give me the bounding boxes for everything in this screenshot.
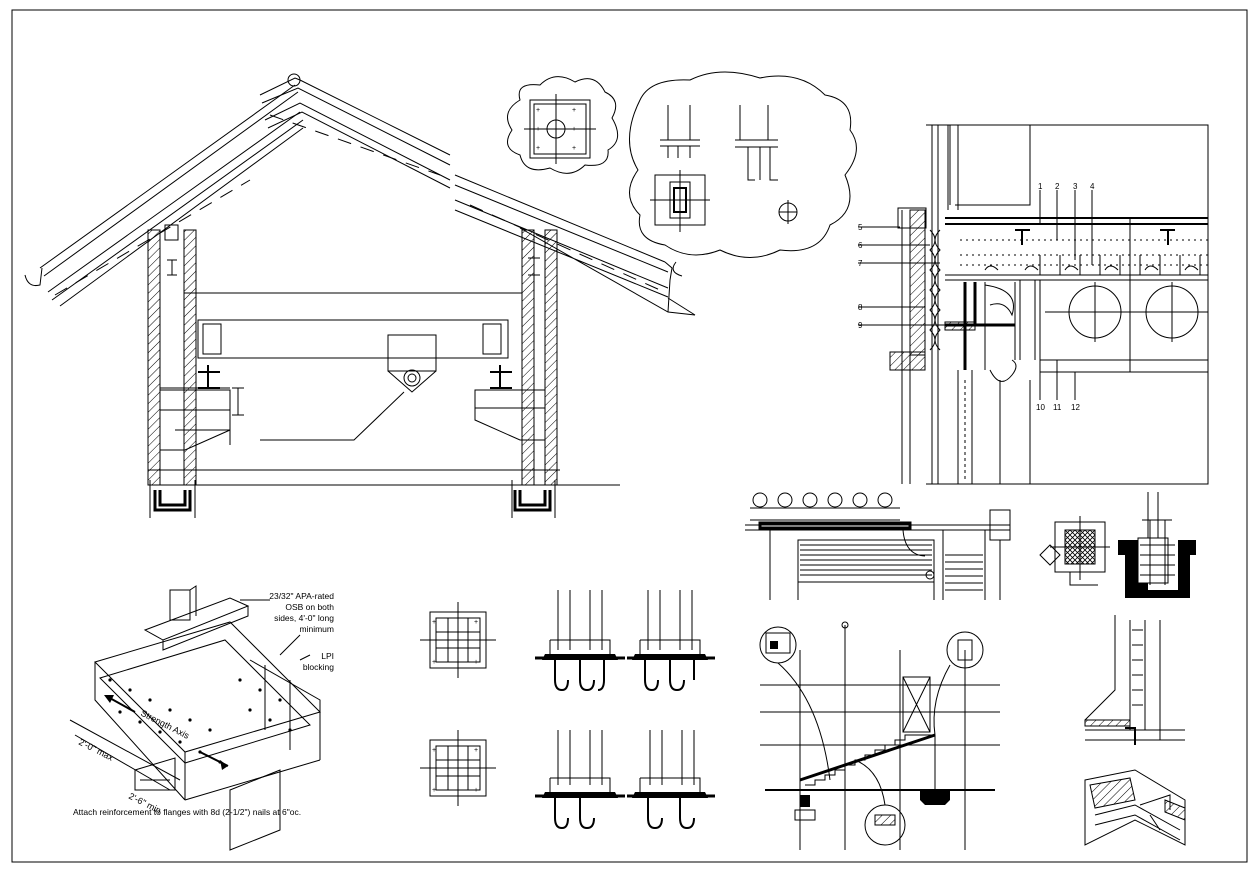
attach-note: Attach reinforcement to flanges with 8d … <box>73 807 301 817</box>
anchor-detail-4 <box>627 730 715 830</box>
svg-text:+: + <box>474 619 478 626</box>
base-plate-plan-top: + + + + <box>420 602 496 678</box>
svg-text:+: + <box>572 126 576 133</box>
callout-1: 1 <box>1038 182 1043 191</box>
callout-3: 3 <box>1073 182 1078 191</box>
svg-text:+: + <box>432 659 436 666</box>
callout-4: 4 <box>1090 182 1095 191</box>
lpi-note-line1: LPI <box>321 651 334 661</box>
callout-8: 8 <box>858 303 863 312</box>
callout-9: 9 <box>858 321 863 330</box>
osb-note-line4: minimum <box>300 624 334 634</box>
osb-note-line3: sides, 4'-0" long <box>274 613 334 623</box>
callout-11: 11 <box>1053 403 1062 412</box>
bubble-detail-1 <box>759 626 831 781</box>
callout-2: 2 <box>1055 182 1060 191</box>
callout-7: 7 <box>858 259 863 268</box>
callout-6: 6 <box>858 241 863 250</box>
osb-note-line2: OSB on both <box>285 602 334 612</box>
shear-studs <box>984 229 1201 275</box>
svg-text:+: + <box>432 619 436 626</box>
stair-plan-drawing <box>745 492 1011 600</box>
anchor-detail-1 <box>535 590 625 692</box>
svg-text:+: + <box>572 107 576 114</box>
svg-text:+: + <box>536 145 540 152</box>
stair-section-drawing <box>759 621 1000 850</box>
lpi-note-line2: blocking <box>303 662 334 672</box>
svg-text:+: + <box>474 787 478 794</box>
anchor-bolt-details <box>535 590 715 830</box>
column-base-detail <box>1039 492 1196 598</box>
corner-wall-detail <box>1084 615 1186 846</box>
svg-text:+: + <box>474 659 478 666</box>
roof-section-drawing <box>24 73 696 518</box>
anchor-detail-2 <box>627 590 715 692</box>
callout-12: 12 <box>1071 403 1080 412</box>
base-plate-plan-bottom: + + + + <box>420 730 496 806</box>
svg-text:+: + <box>536 126 540 133</box>
cloud-detail-large <box>629 71 857 277</box>
sheet-border <box>11 9 1248 863</box>
osb-note-line1: 23/32" APA-rated <box>269 591 334 601</box>
beam-reinforcement-isometric: Strength Axis 2'-0" max 2'-6" min 23/32"… <box>69 585 334 851</box>
bubble-detail-3 <box>854 759 906 846</box>
dim-max-label: 2'-0" max <box>77 737 115 763</box>
anchor-detail-3 <box>535 730 625 830</box>
svg-text:+: + <box>432 747 436 754</box>
bubble-detail-2 <box>933 631 984 736</box>
cloud-detail-small: + + + + + + <box>507 76 619 174</box>
svg-text:+: + <box>536 107 540 114</box>
floor-section-drawing: 1 2 3 4 5 6 7 8 9 10 11 12 <box>858 124 1209 485</box>
svg-text:+: + <box>474 747 478 754</box>
svg-text:+: + <box>572 145 576 152</box>
svg-text:+: + <box>432 787 436 794</box>
callout-10: 10 <box>1036 403 1045 412</box>
callout-5: 5 <box>858 223 863 232</box>
